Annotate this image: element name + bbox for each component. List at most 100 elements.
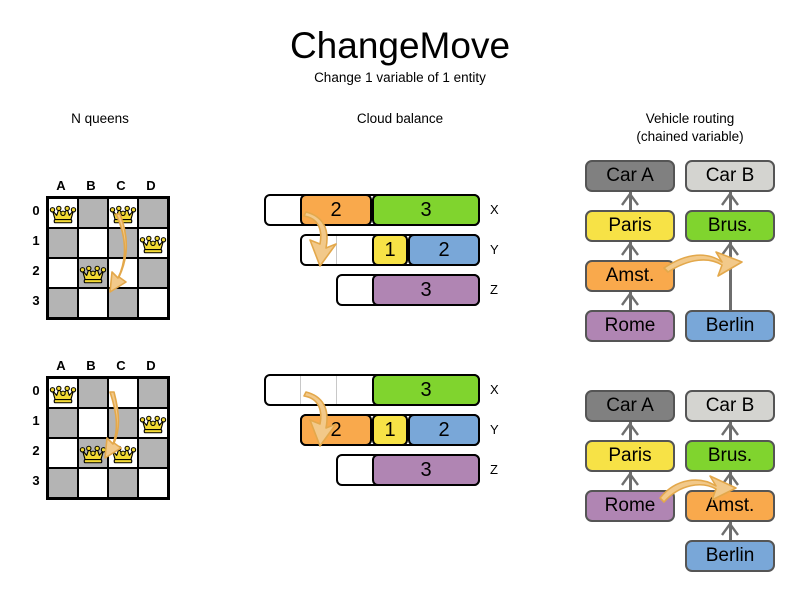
- customer-node-rome[interactable]: Rome: [585, 490, 675, 522]
- board-cell-a1[interactable]: [48, 228, 78, 258]
- process-block-yellow[interactable]: 1: [372, 234, 408, 266]
- chain-link-1-0-head: [721, 422, 739, 436]
- board-cell-c1[interactable]: [108, 228, 138, 258]
- customer-node-rome[interactable]: Rome: [585, 310, 675, 342]
- process-block-purple[interactable]: 3: [372, 274, 480, 306]
- board-cell-a0[interactable]: [48, 378, 78, 408]
- board-cell-c2[interactable]: [108, 258, 138, 288]
- computer-label-x: X: [490, 382, 499, 397]
- capacity-tick: [300, 376, 301, 404]
- board-col-label-a: A: [56, 178, 66, 193]
- board2-row-label-1: 1: [32, 413, 40, 428]
- customer-node-paris[interactable]: Paris: [585, 440, 675, 472]
- board-cell-c1[interactable]: [108, 408, 138, 438]
- customer-node-brus[interactable]: Brus.: [685, 210, 775, 242]
- board-cell-b3[interactable]: [78, 468, 108, 498]
- chain-link-1-2: [728, 522, 732, 540]
- board2-col-label-d: D: [146, 358, 156, 373]
- section-heading-n-queens: N queens: [71, 111, 129, 126]
- section-heading-vehicle-routing-line2: (chained variable): [636, 129, 744, 144]
- board2-row-label-3: 3: [32, 473, 40, 488]
- board-row-label-3: 3: [32, 293, 40, 308]
- capacity-tick: [336, 376, 337, 404]
- customer-node-paris[interactable]: Paris: [585, 210, 675, 242]
- vehicle-node-car-b[interactable]: Car B: [685, 160, 775, 192]
- board-col-label-b: B: [86, 178, 96, 193]
- customer-node-amst[interactable]: Amst.: [585, 260, 675, 292]
- section-heading-cloud-balance: Cloud balance: [356, 111, 444, 126]
- chain-link-0-0: [628, 422, 632, 440]
- section-heading-vehicle-routing-line1: Vehicle routing: [645, 111, 735, 126]
- customer-node-brus[interactable]: Brus.: [685, 440, 775, 472]
- board-cell-d1[interactable]: [138, 408, 168, 438]
- customer-node-berlin[interactable]: Berlin: [685, 310, 775, 342]
- board-cell-a2[interactable]: [48, 258, 78, 288]
- board-cell-d1[interactable]: [138, 228, 168, 258]
- board-cell-c0[interactable]: [108, 198, 138, 228]
- page-title: ChangeMove: [289, 25, 511, 66]
- process-block-yellow[interactable]: 1: [372, 414, 408, 446]
- board-col-label-d: D: [146, 178, 156, 193]
- vehicle-node-car-b[interactable]: Car B: [685, 390, 775, 422]
- section-heading-vehicle-routing: Vehicle routing (chained variable): [600, 110, 780, 146]
- board-col-label-c: C: [116, 178, 126, 193]
- board-cell-d2[interactable]: [138, 258, 168, 288]
- customer-node-amst[interactable]: Amst.: [685, 490, 775, 522]
- board-cell-c2[interactable]: [108, 438, 138, 468]
- board2-col-label-c: C: [116, 358, 126, 373]
- board-cell-c3[interactable]: [108, 468, 138, 498]
- chain-link-0-2: [628, 292, 632, 310]
- board-row-label-0: 0: [32, 203, 40, 218]
- board-cell-b2[interactable]: [78, 258, 108, 288]
- chessboard-after[interactable]: [46, 376, 170, 500]
- process-block-orange[interactable]: 2: [300, 194, 372, 226]
- board-cell-a3[interactable]: [48, 468, 78, 498]
- board-cell-d3[interactable]: [138, 468, 168, 498]
- cloud-computer-z[interactable]: 3: [336, 454, 480, 486]
- board-cell-a2[interactable]: [48, 438, 78, 468]
- cloud-computer-x[interactable]: 3: [264, 374, 480, 406]
- cloud-computer-z[interactable]: 3: [336, 274, 480, 306]
- board-cell-d0[interactable]: [138, 198, 168, 228]
- board-cell-b2[interactable]: [78, 438, 108, 468]
- process-block-blue[interactable]: 2: [408, 414, 480, 446]
- process-block-orange[interactable]: 2: [300, 414, 372, 446]
- chain-link-0-1: [628, 472, 632, 490]
- chessboard-before[interactable]: [46, 196, 170, 320]
- vehicle-node-car-a[interactable]: Car A: [585, 160, 675, 192]
- process-block-purple[interactable]: 3: [372, 454, 480, 486]
- capacity-tick: [336, 236, 337, 264]
- board-cell-a0[interactable]: [48, 198, 78, 228]
- board2-col-label-a: A: [56, 358, 66, 373]
- vehicle-node-car-a[interactable]: Car A: [585, 390, 675, 422]
- board-cell-d3[interactable]: [138, 288, 168, 318]
- board-cell-a3[interactable]: [48, 288, 78, 318]
- board-cell-b0[interactable]: [78, 378, 108, 408]
- board-cell-b3[interactable]: [78, 288, 108, 318]
- computer-label-x: X: [490, 202, 499, 217]
- computer-label-y: Y: [490, 422, 499, 437]
- process-block-green[interactable]: 3: [372, 194, 480, 226]
- board-cell-b1[interactable]: [78, 408, 108, 438]
- chain-link-0-1-head: [621, 242, 639, 256]
- page-subtitle: Change 1 variable of 1 entity: [314, 70, 486, 85]
- board-cell-d2[interactable]: [138, 438, 168, 468]
- computer-label-y: Y: [490, 242, 499, 257]
- process-block-green[interactable]: 3: [372, 374, 480, 406]
- board-cell-a1[interactable]: [48, 408, 78, 438]
- chain-link-1-1-head: [721, 472, 739, 486]
- customer-node-berlin[interactable]: Berlin: [685, 540, 775, 572]
- board-cell-c3[interactable]: [108, 288, 138, 318]
- process-block-blue[interactable]: 2: [408, 234, 480, 266]
- board-cell-d0[interactable]: [138, 378, 168, 408]
- board-cell-b0[interactable]: [78, 198, 108, 228]
- board-cell-b1[interactable]: [78, 228, 108, 258]
- board-cell-c0[interactable]: [108, 378, 138, 408]
- board2-col-label-b: B: [86, 358, 96, 373]
- board-row-label-1: 1: [32, 233, 40, 248]
- chain-link-1-0: [728, 422, 732, 440]
- computer-label-z: Z: [490, 462, 498, 477]
